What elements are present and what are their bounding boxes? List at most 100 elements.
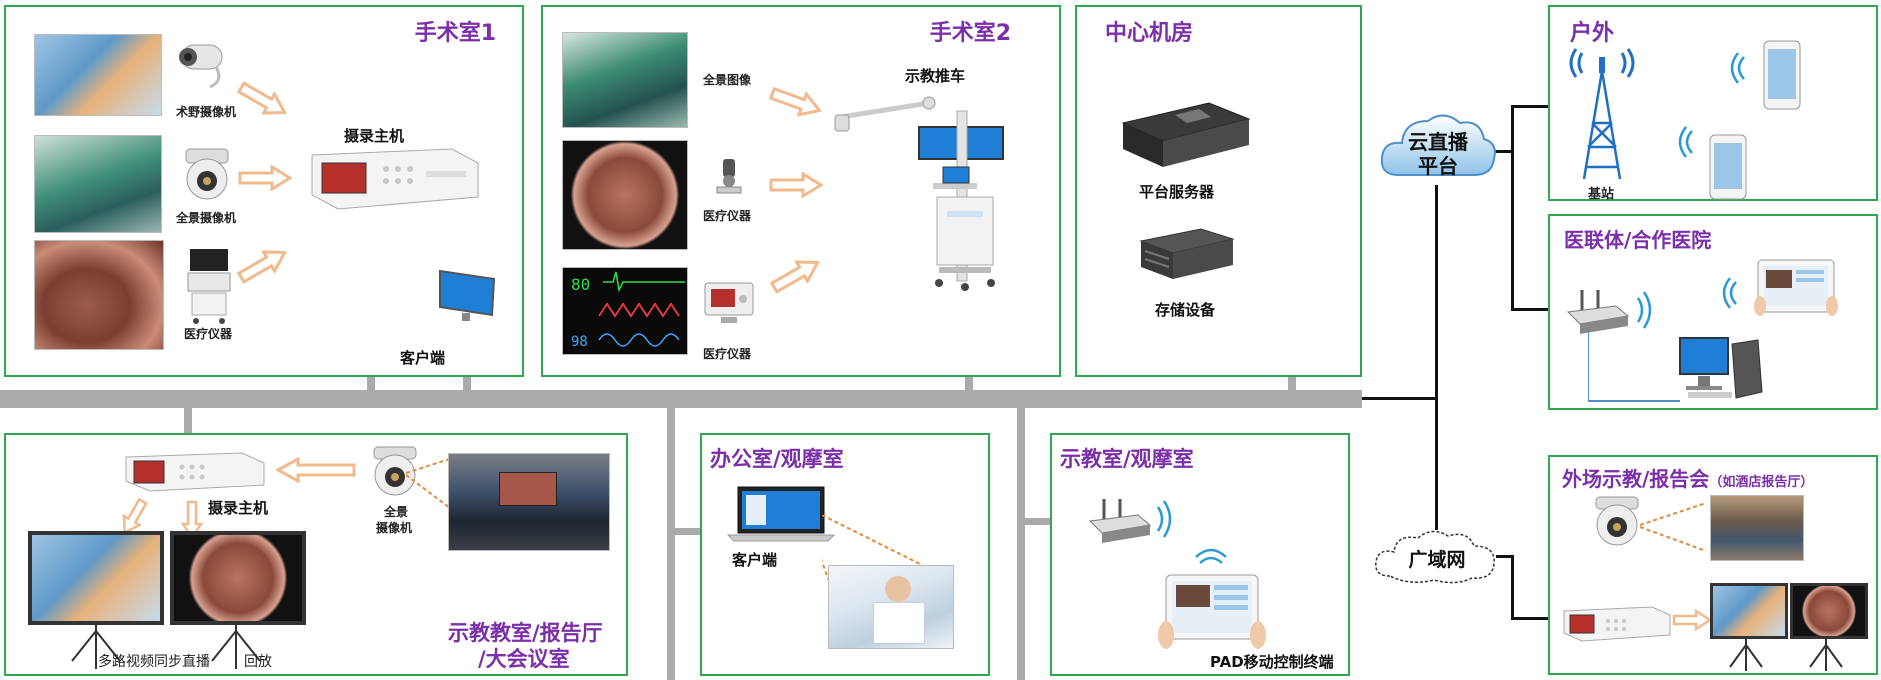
box-central-server-room: 中心机房 平台服务器 存储设备 [1075,5,1362,377]
tripod-2 [211,621,261,669]
pano-camera-icon [182,147,232,201]
office-laptop-icon [726,485,836,543]
wire-cloud-vertical [1435,185,1438,530]
wire-bus-to-cloud-h [1362,397,1438,400]
storage-device-label: 存储设备 [1155,301,1216,319]
pad-terminal-label: PAD移动控制终端 [1210,653,1334,671]
bus-drop-classroom [1017,406,1025,680]
wifi-router-icon [1564,286,1654,336]
base-station-tower-icon [1562,43,1642,183]
svg-text:98: 98 [571,334,588,350]
desktop-pc-icon [1678,334,1764,404]
or2-medical2-label: 医疗仪器 [703,347,752,361]
cloud-label-line2: 平台 [1418,154,1458,178]
pad-terminal-icon [1158,571,1266,653]
hall-arrow-down-1 [111,492,154,540]
or1-title: 手术室1 [414,21,496,46]
surgery-photo-1 [34,34,162,116]
arrow-pano-to-recorder [238,165,292,191]
or2-arrow-3 [766,250,826,300]
office-doctor-photo [828,565,954,649]
platform-server-label: 平台服务器 [1139,183,1215,201]
external-recorder-icon [1560,605,1672,645]
outdoor-title: 户外 [1570,21,1615,46]
wire-cloud-right [1492,150,1514,153]
box-office: 办公室/观摩室 客户端 [700,433,990,676]
wifi-signal-icon [1728,51,1750,85]
wire-to-tower [1511,105,1549,108]
hall-display-2 [170,531,306,625]
microscope-icon [709,157,749,197]
external-camera-icon [1592,495,1642,549]
or2-pano-photo [562,32,688,128]
external-arrow [1672,609,1712,635]
or2-pano-image-label: 全景图像 [703,73,752,87]
router-to-pc-cable [1588,331,1680,402]
storage-device-icon [1137,225,1237,283]
hall-caption-playback: 回放 [244,654,272,670]
tripod-1 [71,621,121,669]
wan-cloud-icon [1372,526,1500,588]
teaching-cart-label: 示教推车 [905,67,966,85]
medical-device-icon [186,247,232,325]
center-title: 中心机房 [1105,21,1194,46]
external-tripod-2 [1809,637,1843,671]
wifi-signal-icon [1720,276,1742,310]
recorder-host-icon [302,147,482,217]
alliance-title: 医联体/合作医院 [1564,228,1712,252]
or1-recorder-label: 摄录主机 [344,127,405,145]
medical-device-label: 医疗仪器 [184,327,233,341]
cloud-label-line1: 云直播 [1408,130,1468,154]
wire-wan-down [1511,555,1514,620]
or2-arrow-2 [769,172,823,198]
bus-office-client [667,528,727,535]
classroom-title: 示教室/观摩室 [1060,447,1194,471]
teaching-cart-icon [829,87,1009,312]
hall-recorder-icon [122,449,268,495]
office-client-label: 客户端 [732,551,778,569]
external-camera-view-lines [1640,502,1707,552]
or1-client-monitor-icon [436,265,498,325]
cloud-platform-icon [1376,105,1498,187]
field-camera-icon [176,37,232,92]
wifi-signal-icon [1194,547,1228,569]
arrow-field-to-recorder [233,75,293,125]
box-medical-alliance: 医联体/合作医院 [1548,214,1878,410]
platform-server-icon [1119,97,1253,171]
box-lecture-hall: 摄录主机 全景 摄像机 多路视频同步直播 回放 示教教室/报告厅 /大会议室 [4,433,628,676]
hall-caption-live: 多路视频同步直播 [98,654,210,670]
external-tripod-1 [1729,637,1763,671]
or1-client-label: 客户端 [400,349,446,367]
box-classroom: 示教室/观摩室 PAD移动控制终端 [1050,433,1350,676]
external-display-1 [1710,583,1788,639]
phone-icon-1 [1762,39,1802,111]
lecture-screen [499,472,557,506]
or2-arrow-1 [766,81,826,124]
classroom-router-icon [1086,495,1176,545]
hall-pano-camera-icon [370,445,420,499]
hall-title-line1: 示教教室/报告厅 [448,621,603,645]
tablet-icon [1754,256,1838,320]
hall-display-1 [28,531,164,625]
wire-right-vertical [1511,105,1514,310]
wire-to-ext-recorder [1511,617,1561,620]
wan-label: 广域网 [1408,549,1466,571]
doctor-coat [873,602,925,644]
wire-to-router [1511,308,1563,311]
external-display-2 [1790,583,1868,639]
arrow-medical-to-recorder [233,240,293,290]
base-station-label: 基站 [1588,187,1615,202]
external-title: 外场示教/报告会（如酒店报告厅） [1562,463,1813,492]
external-hall-photo [1710,495,1804,561]
surgery-photo-2 [34,135,162,233]
doctor-head [885,576,911,602]
wire-wan-right [1496,555,1514,558]
pano-camera-label: 全景摄像机 [176,211,237,225]
main-bus [0,390,1362,408]
external-title-text: 外场示教/报告会 [1562,467,1710,491]
hall-arrow-camera-to-recorder [276,457,356,483]
endoscope-photo [34,240,164,350]
or2-title: 手术室2 [929,21,1011,46]
